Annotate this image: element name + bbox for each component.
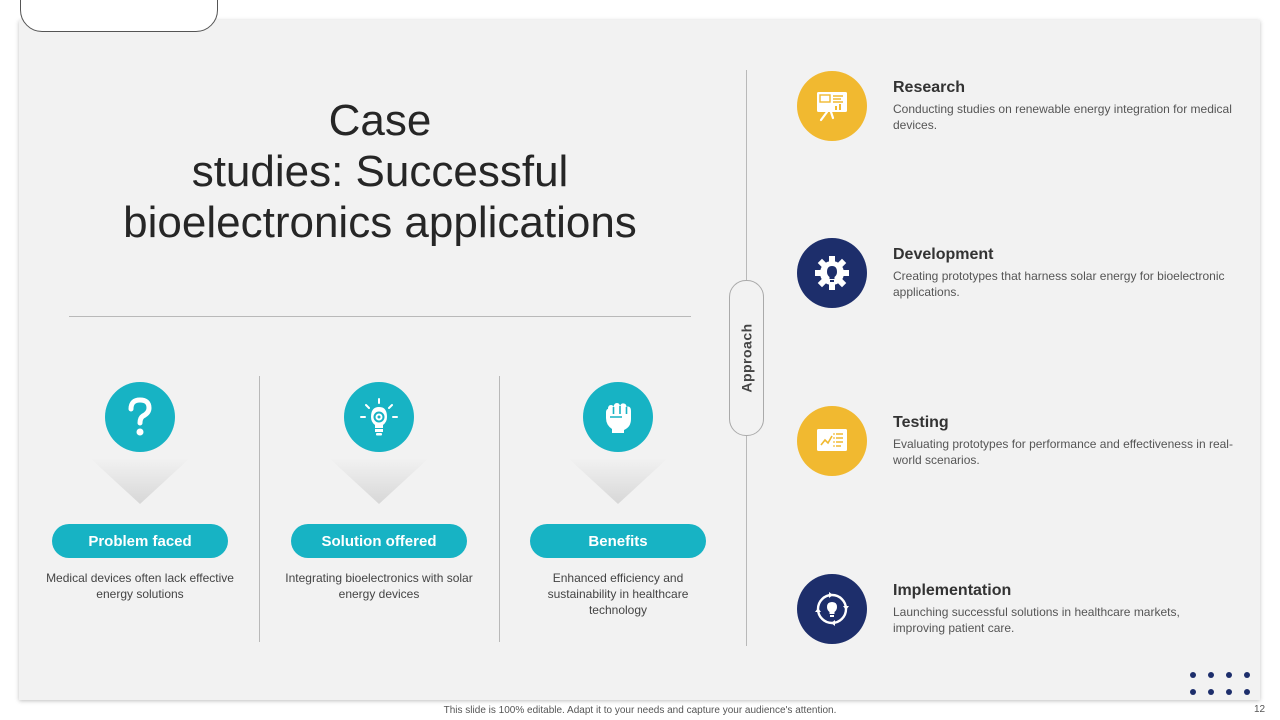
approach-label: Approach bbox=[738, 323, 755, 393]
step-implementation: Implementation Launching successful solu… bbox=[797, 574, 1237, 646]
problem-description: Medical devices often lack effective ene… bbox=[46, 571, 234, 601]
title-divider bbox=[69, 316, 691, 317]
raised-fist-icon bbox=[583, 382, 653, 452]
benefits-label: Benefits bbox=[530, 524, 706, 558]
step-title: Development bbox=[893, 246, 994, 263]
solution-offered-label: Solution offered bbox=[291, 524, 467, 558]
dashboard-chart-icon bbox=[797, 406, 867, 476]
step-title: Research bbox=[893, 79, 966, 96]
step-title: Implementation bbox=[893, 582, 1012, 599]
step-testing: Testing Evaluating prototypes for perfor… bbox=[797, 406, 1237, 478]
column-divider-2 bbox=[499, 376, 500, 642]
slide-title: Case studies: Successful bioelectronics … bbox=[60, 95, 700, 248]
slide-footer: This slide is 100% editable. Adapt it to… bbox=[443, 705, 837, 716]
column-divider-1 bbox=[259, 376, 260, 642]
step-title: Testing bbox=[893, 414, 949, 431]
cycle-bulb-icon bbox=[797, 574, 867, 644]
solution-description: Integrating bioelectronics with solar en… bbox=[285, 571, 473, 601]
title-line-3: bioelectronics applications bbox=[123, 198, 637, 247]
presentation-board-icon bbox=[797, 71, 867, 141]
step-description: Launching successful solutions in health… bbox=[893, 605, 1180, 635]
problem-faced-label: Problem faced bbox=[52, 524, 228, 558]
title-line-1: Case bbox=[328, 96, 432, 145]
step-description: Evaluating prototypes for performance an… bbox=[893, 437, 1233, 467]
step-description: Conducting studies on renewable energy i… bbox=[893, 102, 1232, 132]
step-development: Development Creating prototypes that har… bbox=[797, 238, 1237, 310]
top-tab-outline bbox=[20, 0, 218, 32]
lightbulb-gear-icon bbox=[344, 382, 414, 452]
benefits-description: Enhanced efficiency and sustainability i… bbox=[547, 571, 689, 617]
page-number: 12 bbox=[1254, 704, 1266, 715]
decorative-dot-grid bbox=[1190, 672, 1260, 696]
step-description: Creating prototypes that harness solar e… bbox=[893, 269, 1225, 299]
approach-badge: Approach bbox=[729, 280, 764, 436]
title-line-2: studies: Successful bbox=[191, 147, 569, 196]
slide-panel bbox=[19, 20, 1260, 700]
step-research: Research Conducting studies on renewable… bbox=[797, 71, 1237, 143]
question-mark-icon bbox=[105, 382, 175, 452]
gear-bulb-icon bbox=[797, 238, 867, 308]
